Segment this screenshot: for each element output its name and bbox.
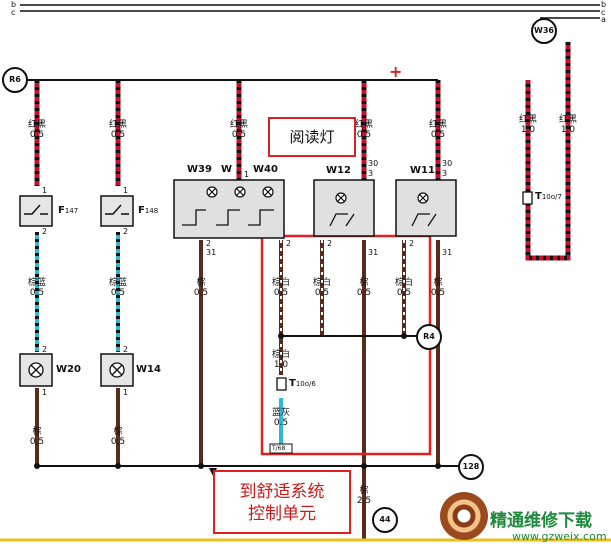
- watermark: 精通维修下载 www.gzweix.com: [440, 492, 608, 548]
- lamp-icon: [206, 186, 274, 198]
- fuse-f147-icon: [24, 204, 48, 215]
- connector-t10o7-icon: [522, 191, 533, 205]
- pin-label: 31: [206, 248, 217, 257]
- bus-label: b: [11, 0, 17, 9]
- blue-feeds: [35, 232, 120, 352]
- lamp-w14-body: [100, 353, 134, 387]
- pin-label: 2: [409, 239, 415, 248]
- pin-label: 2: [123, 345, 129, 354]
- connector-t10o6-icon: [276, 377, 287, 391]
- bus-label: c: [601, 8, 606, 17]
- pin-label: 1: [42, 388, 48, 397]
- pin-label: 1: [123, 388, 129, 397]
- lamp-icon: [28, 362, 44, 378]
- w40-label: W40: [253, 164, 278, 175]
- pin-label: 30: [368, 159, 379, 168]
- destination-box: 到舒适系统 控制单元: [213, 470, 351, 534]
- bus-label: b: [601, 0, 607, 9]
- bus-label: a: [601, 15, 606, 24]
- pin-label: 2: [327, 239, 333, 248]
- w11-label: W11: [410, 165, 435, 176]
- fuse-f148-label: F148: [138, 205, 159, 216]
- reading-lamp-callout: 阅读灯: [268, 117, 356, 157]
- t10o6-label: T10o/6: [289, 378, 316, 389]
- junction-dot: [401, 333, 407, 339]
- switch-icon: [182, 209, 274, 226]
- red-black-feeds: [34, 42, 571, 261]
- pin-label: 1: [123, 186, 129, 195]
- watermark-url: www.gzweix.com: [512, 530, 607, 543]
- connector-code: T/68: [272, 445, 286, 452]
- switch-icon: [329, 213, 355, 227]
- fuse-f148-body: [100, 195, 134, 227]
- watermark-title: 精通维修下载: [490, 511, 592, 531]
- node-r6: R6: [2, 67, 28, 93]
- node-w36: W36: [531, 18, 557, 44]
- destination-line2: 控制单元: [248, 504, 316, 524]
- lamp-module-w12: [313, 179, 375, 237]
- destination-line1: 到舒适系统: [239, 482, 325, 502]
- fuse-f148-icon: [105, 204, 129, 215]
- pin-label: 1: [42, 186, 48, 195]
- ground-dots: [34, 463, 441, 469]
- pin-label: 2: [42, 345, 48, 354]
- pin-label: 2: [123, 227, 129, 236]
- bus-label: c: [11, 8, 16, 17]
- pin-label: 3: [368, 169, 374, 178]
- lamp-module-w11: [395, 179, 457, 237]
- switch-icon: [411, 213, 437, 227]
- connector-t68-icon: [269, 443, 293, 454]
- pin-label: 2: [286, 239, 292, 248]
- junction-dot: [278, 333, 284, 339]
- t10o7-label: T10o/7: [535, 191, 562, 202]
- w20-label: W20: [56, 364, 81, 375]
- fuse-f147-label: F147: [58, 205, 79, 216]
- lamp-icon: [417, 192, 429, 204]
- brown-white-wires: [279, 240, 406, 446]
- w-label: W: [221, 164, 233, 175]
- pin-label: 1: [244, 170, 250, 179]
- pin-label: 2: [42, 227, 48, 236]
- lamp-icon: [109, 362, 125, 378]
- watermark-logo-icon: [440, 492, 488, 540]
- pin-label: 30: [442, 159, 453, 168]
- w12-label: W12: [326, 165, 351, 176]
- node-44: 44: [372, 507, 398, 533]
- w39-label: W39: [187, 164, 212, 175]
- plus-mark: +: [389, 62, 403, 81]
- pin-label: 2: [206, 239, 212, 248]
- w14-label: W14: [136, 364, 161, 375]
- lamp-icon: [335, 192, 347, 204]
- pin-label: 3: [442, 169, 448, 178]
- fuse-f147-body: [19, 195, 53, 227]
- pin-label: 31: [442, 248, 453, 257]
- node-r4: R4: [416, 324, 442, 350]
- brown-wires: [35, 240, 440, 540]
- pin-label: 31: [368, 248, 379, 257]
- node-128: 128: [458, 454, 484, 480]
